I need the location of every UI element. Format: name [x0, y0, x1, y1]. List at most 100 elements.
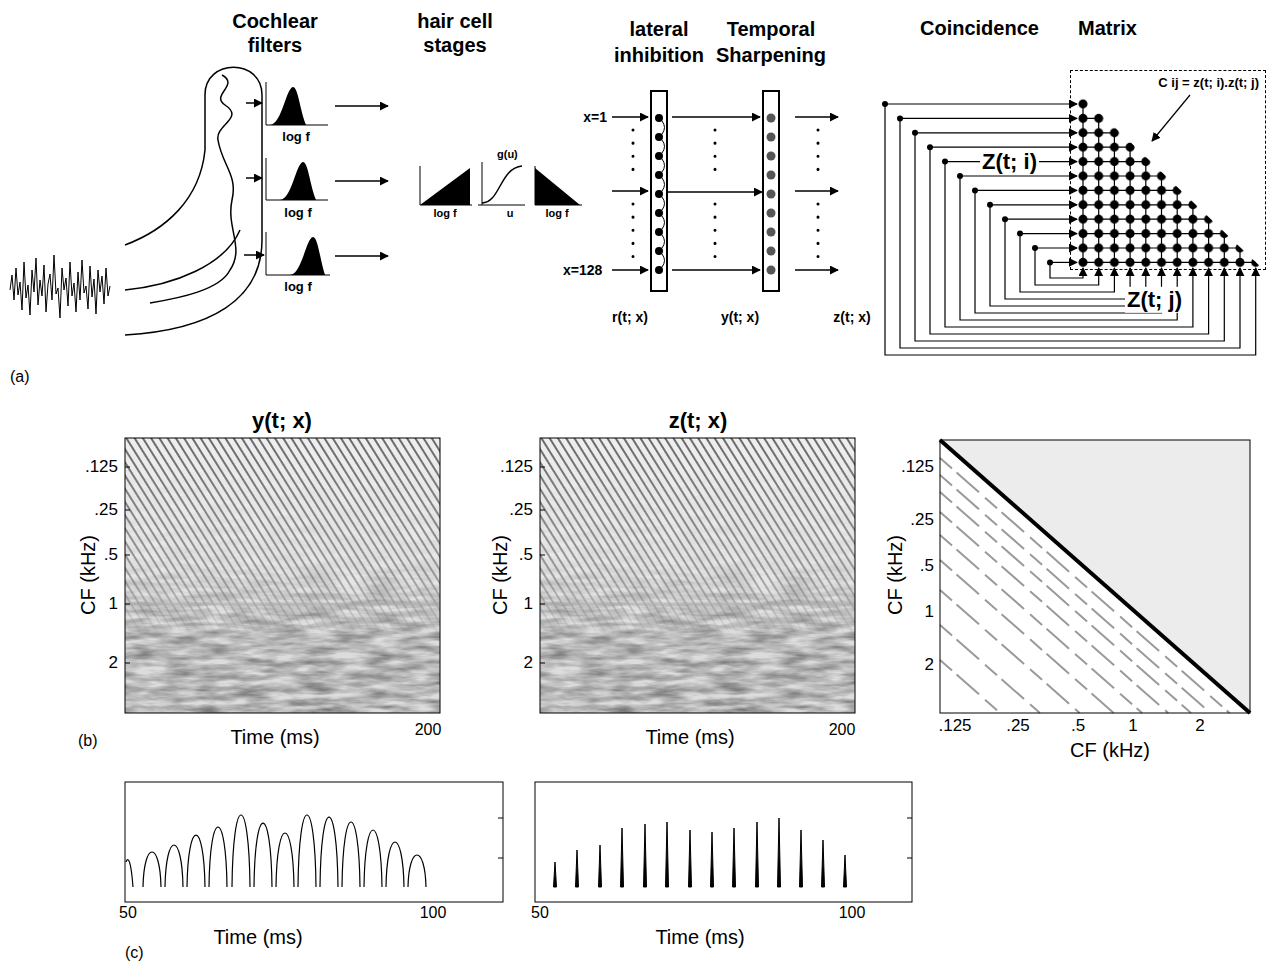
matrix-row-feed [930, 147, 1077, 148]
label-text: z(t; x) [669, 408, 728, 434]
label-text: Z(t; j) [1125, 287, 1184, 313]
label-text: x=128 [563, 262, 602, 279]
neuron-dot [655, 228, 663, 236]
spectrogram-image [125, 438, 440, 713]
label-text: log f [284, 205, 311, 221]
filter-plot [266, 232, 330, 275]
coincidence-unit [1076, 97, 1264, 269]
hair-cell-plot [420, 168, 470, 205]
label-text: r(t; x) [612, 309, 648, 326]
correlation-matrix [940, 492, 1191, 713]
label-text: .5 [1071, 716, 1085, 736]
channel-arrow [795, 190, 838, 192]
correlation-matrix [940, 475, 1210, 713]
spike-plot [644, 824, 647, 887]
matrix-row-feed [885, 103, 1077, 104]
stage-box: lateral inhibition [650, 90, 668, 292]
label-text: log f [282, 129, 309, 145]
branch-dot [927, 144, 933, 150]
label-text: x=1 [583, 109, 607, 126]
label-text: .25 [910, 510, 934, 530]
label-text: (b) [78, 731, 98, 750]
ellipsis-dots [714, 130, 717, 258]
waveform-plot [143, 852, 161, 887]
waveform-plot [498, 818, 503, 858]
spike-plot [621, 828, 624, 887]
label-text: y(t; x) [252, 408, 312, 434]
waveform-plot [125, 782, 503, 902]
spectrogram-image [125, 438, 440, 713]
inhibition-arc [662, 121, 665, 267]
signal-connector [668, 191, 762, 193]
ellipsis-dots [633, 130, 818, 258]
branch-dot [957, 173, 963, 179]
filter-plot [280, 162, 316, 200]
label-text: 1 [1128, 716, 1137, 736]
label-text: 2 [1195, 716, 1204, 736]
stage-heading: Temporal Sharpening [706, 16, 836, 68]
label-text: g(u) [497, 148, 518, 161]
label-text: .125 [500, 457, 533, 477]
neuron-dot [655, 152, 663, 160]
label-text: Time (ms) [213, 925, 302, 949]
channel-arrow [672, 116, 760, 118]
correlation-matrix [940, 560, 1114, 713]
branch-dot [1017, 231, 1023, 237]
channel-arrow [612, 116, 648, 118]
correlation-matrix [940, 440, 1250, 713]
label-text: .125 [938, 716, 971, 736]
hair-cell-plot [420, 162, 582, 205]
hair-cell-plot [482, 166, 522, 203]
matrix-row-feed [1020, 233, 1077, 234]
branch-dot [1047, 259, 1053, 265]
waveform-plot [342, 822, 360, 887]
spike-plot [800, 830, 803, 887]
dashed-region: C ij = z(t; i).z(t; j) [1070, 70, 1266, 270]
spectrogram-image [125, 438, 440, 713]
correlation-matrix [940, 625, 1040, 713]
label-text: Z(t; i) [980, 149, 1039, 175]
waveform-plot [298, 815, 316, 887]
ellipsis-dots [632, 130, 635, 258]
neuron-dot [767, 114, 776, 123]
matrix-row-feed [960, 175, 1077, 176]
label-text: .125 [85, 457, 118, 477]
label-text: .25 [94, 500, 118, 520]
correlation-matrix [940, 535, 1142, 713]
neuron-dot [655, 114, 663, 122]
branch-dot [1032, 245, 1038, 251]
correlation-matrix [940, 440, 1250, 713]
correlation-matrix [940, 458, 1230, 713]
label-text: CF (kHz) [488, 535, 512, 615]
spectrogram-image [125, 603, 440, 606]
channel-arrow [612, 269, 648, 271]
spike-plot [554, 862, 557, 887]
spike-plot [535, 782, 912, 902]
matrix-row-feed [1005, 219, 1077, 220]
correlation-matrix [940, 458, 1230, 713]
neuron-dot [655, 209, 663, 217]
spike-plot [822, 840, 825, 887]
label-text: 200 [829, 720, 856, 739]
waveform-plot [126, 860, 133, 887]
waveform-plot [187, 835, 205, 887]
neuron-dot [655, 171, 663, 179]
matrix-row-feed [915, 132, 1077, 133]
branch-dot [972, 187, 978, 193]
signal-arrow [246, 177, 262, 179]
waveform-plot [125, 782, 503, 902]
waveform-plot [209, 827, 227, 887]
label-text: .125 [901, 457, 934, 477]
matrix-row-feed [975, 190, 1077, 191]
spike-plot [689, 830, 692, 887]
hair-cell-plot [535, 168, 580, 205]
label-text: Time (ms) [230, 725, 319, 749]
filter-plot [266, 82, 330, 275]
waveform-plot [165, 845, 183, 887]
label-text: 50 [531, 903, 549, 922]
label-text: y(t; x) [721, 309, 759, 326]
branch-dot [882, 101, 1053, 265]
hair-cell-plot [420, 166, 472, 205]
stage-heading: lateral inhibition [599, 16, 719, 68]
